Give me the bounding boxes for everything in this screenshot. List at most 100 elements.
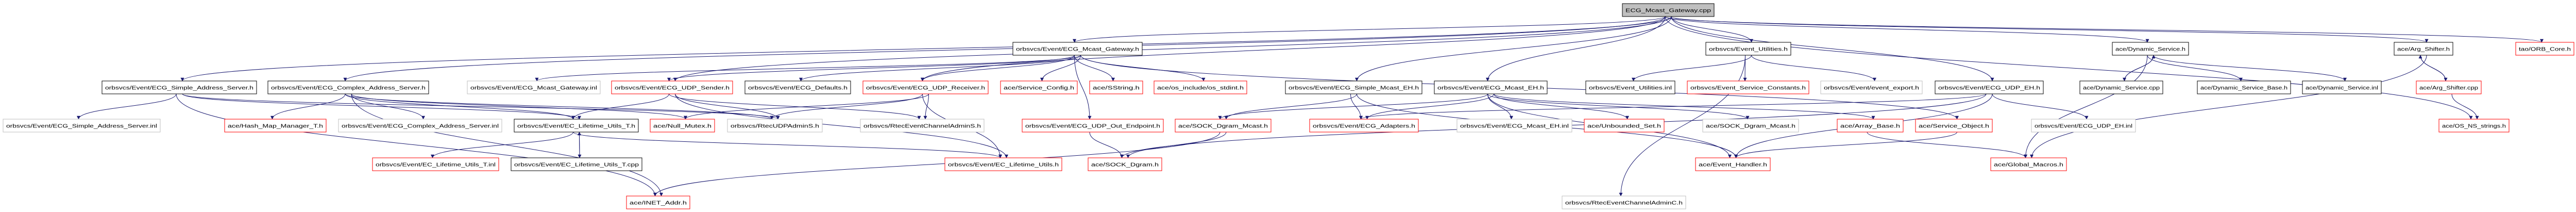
graph-node-rea[interactable]: orbsvcs/RtecEventChannelAdminS.h (860, 119, 985, 133)
node-label: ECG_Mcast_Gateway.cpp (1625, 8, 1711, 14)
graph-node-gmc[interactable]: ace/Global_Macros.h (1990, 157, 2067, 171)
graph-node-dsh[interactable]: ace/Dynamic_Service.h (2112, 42, 2189, 56)
edge-root-to-mgh (1073, 16, 1666, 43)
node-label: ace/SOCK_Dgram_Mcast.h (1178, 124, 1268, 129)
graph-node-mgh[interactable]: orbsvcs/Event/ECG_Mcast_Gateway.h (1012, 42, 1143, 56)
edge-euh-to-eex (1751, 55, 1876, 81)
node-box (467, 80, 601, 94)
node-box (2031, 119, 2136, 133)
graph-node-hmm[interactable]: ace/Hash_Map_Manager_T.h (224, 119, 327, 133)
graph-node-ada[interactable]: orbsvcs/Event/ECG_Adapters.h (1309, 119, 1419, 133)
node-label: ace/Global_Macros.h (1994, 162, 2063, 168)
graph-node-evh[interactable]: ace/Event_Handler.h (1695, 157, 1771, 171)
graph-node-mei[interactable]: orbsvcs/Event/ECG_Mcast_EH.inl (1456, 119, 1572, 133)
graph-node-arb[interactable]: ace/Array_Base.h (1837, 119, 1904, 133)
graph-node-esc[interactable]: orbsvcs/Event_Service_Constants.h (1687, 80, 1809, 94)
graph-node-udr[interactable]: orbsvcs/Event/ECG_UDP_Receiver.h (862, 80, 989, 94)
node-label: orbsvcs/RtecUDPAdminS.h (731, 124, 819, 129)
graph-node-sst[interactable]: ace/SString.h (1089, 80, 1143, 94)
edge-root-to-euh (1671, 16, 1753, 43)
edge-root-to-orb (1665, 16, 2544, 43)
edge-mgh-to-uds (667, 55, 1075, 81)
edge-ash-to-gmc (2030, 55, 2427, 158)
node-label: orbsvcs/Event/ECG_UDP_Sender.h (615, 86, 730, 91)
edge-meh-to-ubs (1494, 93, 1629, 120)
graph-node-ltu[interactable]: orbsvcs/Event/EC_Lifetime_Utils.h (944, 157, 1062, 171)
graph-node-sdg[interactable]: ace/SOCK_Dgram.h (1088, 157, 1162, 171)
graph-node-ash[interactable]: ace/Arg_Shifter.h (2394, 42, 2453, 56)
node-box (1622, 3, 1715, 17)
graph-node-eex[interactable]: orbsvcs/Event/event_export.h (1820, 80, 1923, 94)
graph-node-sas[interactable]: orbsvcs/Event/ECG_Simple_Address_Server.… (101, 80, 257, 94)
node-box (1285, 80, 1422, 94)
graph-node-lth[interactable]: orbsvcs/Event/EC_Lifetime_Utils_T.h (514, 119, 639, 133)
graph-node-eui[interactable]: orbsvcs/Event_Utilities.inl (1585, 80, 1675, 94)
edge-meh-to-sdm2 (1487, 93, 1750, 120)
node-box (860, 119, 985, 133)
graph-node-orb[interactable]: tao/ORB_Core.h (2515, 42, 2574, 56)
graph-node-sme[interactable]: orbsvcs/Event/ECG_Simple_Mcast_EH.h (1285, 80, 1422, 94)
node-box (1456, 119, 1572, 133)
graph-node-dsi[interactable]: ace/Dynamic_Service.inl (2302, 80, 2382, 94)
edge-mgh-to-svc (1040, 55, 1081, 81)
edge-root-to-sas (180, 16, 1672, 81)
edge-cas-to-nmx (351, 93, 687, 120)
node-box (1820, 80, 1923, 94)
graph-node-uoe[interactable]: orbsvcs/Event/ECG_UDP_Out_Endpoint.h (1022, 119, 1164, 133)
graph-node-nmx[interactable]: ace/Null_Mutex.h (650, 119, 715, 133)
node-box (511, 157, 642, 171)
graph-node-sdm[interactable]: ace/SOCK_Dgram_Mcast.h (1175, 119, 1272, 133)
graph-node-svc[interactable]: ace/Service_Config.h (1000, 80, 1078, 94)
node-box (1990, 157, 2067, 171)
edge-lth-to-lti (431, 132, 573, 158)
graph-node-uds[interactable]: orbsvcs/Event/ECG_UDP_Sender.h (611, 80, 733, 94)
edge-sas-to-rua (182, 93, 780, 120)
graph-node-ueh[interactable]: orbsvcs/Event/ECG_UDP_EH.h (1935, 80, 2044, 94)
node-box (1154, 80, 1247, 94)
edge-asc-to-nss (2451, 93, 2479, 120)
node-label: ace/Hash_Map_Manager_T.h (228, 124, 323, 129)
node-box (1434, 80, 1548, 94)
edge-uds-to-lth (571, 93, 669, 120)
node-box (1705, 42, 1791, 56)
edge-udr-to-rea (923, 93, 929, 120)
graph-node-euh[interactable]: orbsvcs/Event_Utilities.h (1705, 42, 1791, 56)
graph-node-meh[interactable]: orbsvcs/Event/ECG_Mcast_EH.h (1434, 80, 1548, 94)
graph-node-rua[interactable]: orbsvcs/RtecUDPAdminS.h (727, 119, 823, 133)
graph-node-ltc[interactable]: orbsvcs/Event/EC_Lifetime_Utils_T.cpp (511, 157, 642, 171)
graph-node-lti[interactable]: orbsvcs/Event/EC_Lifetime_Utils_T.inl (372, 157, 499, 171)
edge-meh-to-sdm (1218, 93, 1488, 120)
graph-node-def[interactable]: orbsvcs/Event/ECG_Defaults.h (744, 80, 851, 94)
graph-node-nss[interactable]: ace/OS_NS_strings.h (2438, 119, 2510, 133)
edge-dsh-to-dsb (2147, 55, 2243, 81)
graph-node-ubs[interactable]: ace/Unbounded_Set.h (1584, 119, 1665, 133)
node-label: ace/Event_Handler.h (1699, 162, 1767, 168)
graph-node-mgi[interactable]: orbsvcs/Event/ECG_Mcast_Gateway.inl (467, 80, 601, 94)
edge-mgh-to-uoe (1074, 55, 1092, 120)
graph-node-osi[interactable]: ace/os_include/os_stdint.h (1154, 80, 1247, 94)
node-box (1088, 157, 1162, 171)
node-box (1562, 195, 1686, 209)
node-box (372, 157, 499, 171)
graph-node-dsc[interactable]: ace/Dynamic_Service.cpp (2079, 80, 2163, 94)
node-label: ace/Array_Base.h (1840, 124, 1900, 129)
edge-sas-to-ina (176, 93, 657, 197)
graph-node-ina[interactable]: ace/INET_Addr.h (626, 195, 690, 209)
edge-euh-to-rec (1619, 55, 1745, 197)
graph-node-dsb[interactable]: ace/Dynamic_Service_Base.h (2197, 80, 2291, 94)
node-label: orbsvcs/Event/ECG_UDP_EH.h (1938, 86, 2040, 91)
graph-node-sai[interactable]: orbsvcs/Event/ECG_Simple_Address_Server.… (3, 119, 161, 133)
graph-node-sdm2[interactable]: ace/SOCK_Dgram_Mcast.h (1702, 119, 1799, 133)
edge-root-to-udr (921, 16, 1666, 81)
node-label: ace/INET_Addr.h (630, 201, 687, 206)
graph-node-asc[interactable]: ace/Arg_Shifter.cpp (2416, 80, 2482, 94)
graph-node-sob[interactable]: ace/Service_Object.h (1915, 119, 1993, 133)
edge-ueh-to-uei (1992, 93, 2089, 120)
node-label: ace/SOCK_Dgram_Mcast.h (1706, 124, 1795, 129)
node-box (650, 119, 715, 133)
node-box (2394, 42, 2453, 56)
graph-node-cas[interactable]: orbsvcs/Event/ECG_Complex_Address_Server… (267, 80, 429, 94)
graph-node-rec[interactable]: orbsvcs/RtecEventChannelAdminC.h (1562, 195, 1686, 209)
graph-node-cai[interactable]: orbsvcs/Event/ECG_Complex_Address_Server… (338, 119, 502, 133)
graph-node-uei[interactable]: orbsvcs/Event/ECG_UDP_EH.inl (2031, 119, 2136, 133)
